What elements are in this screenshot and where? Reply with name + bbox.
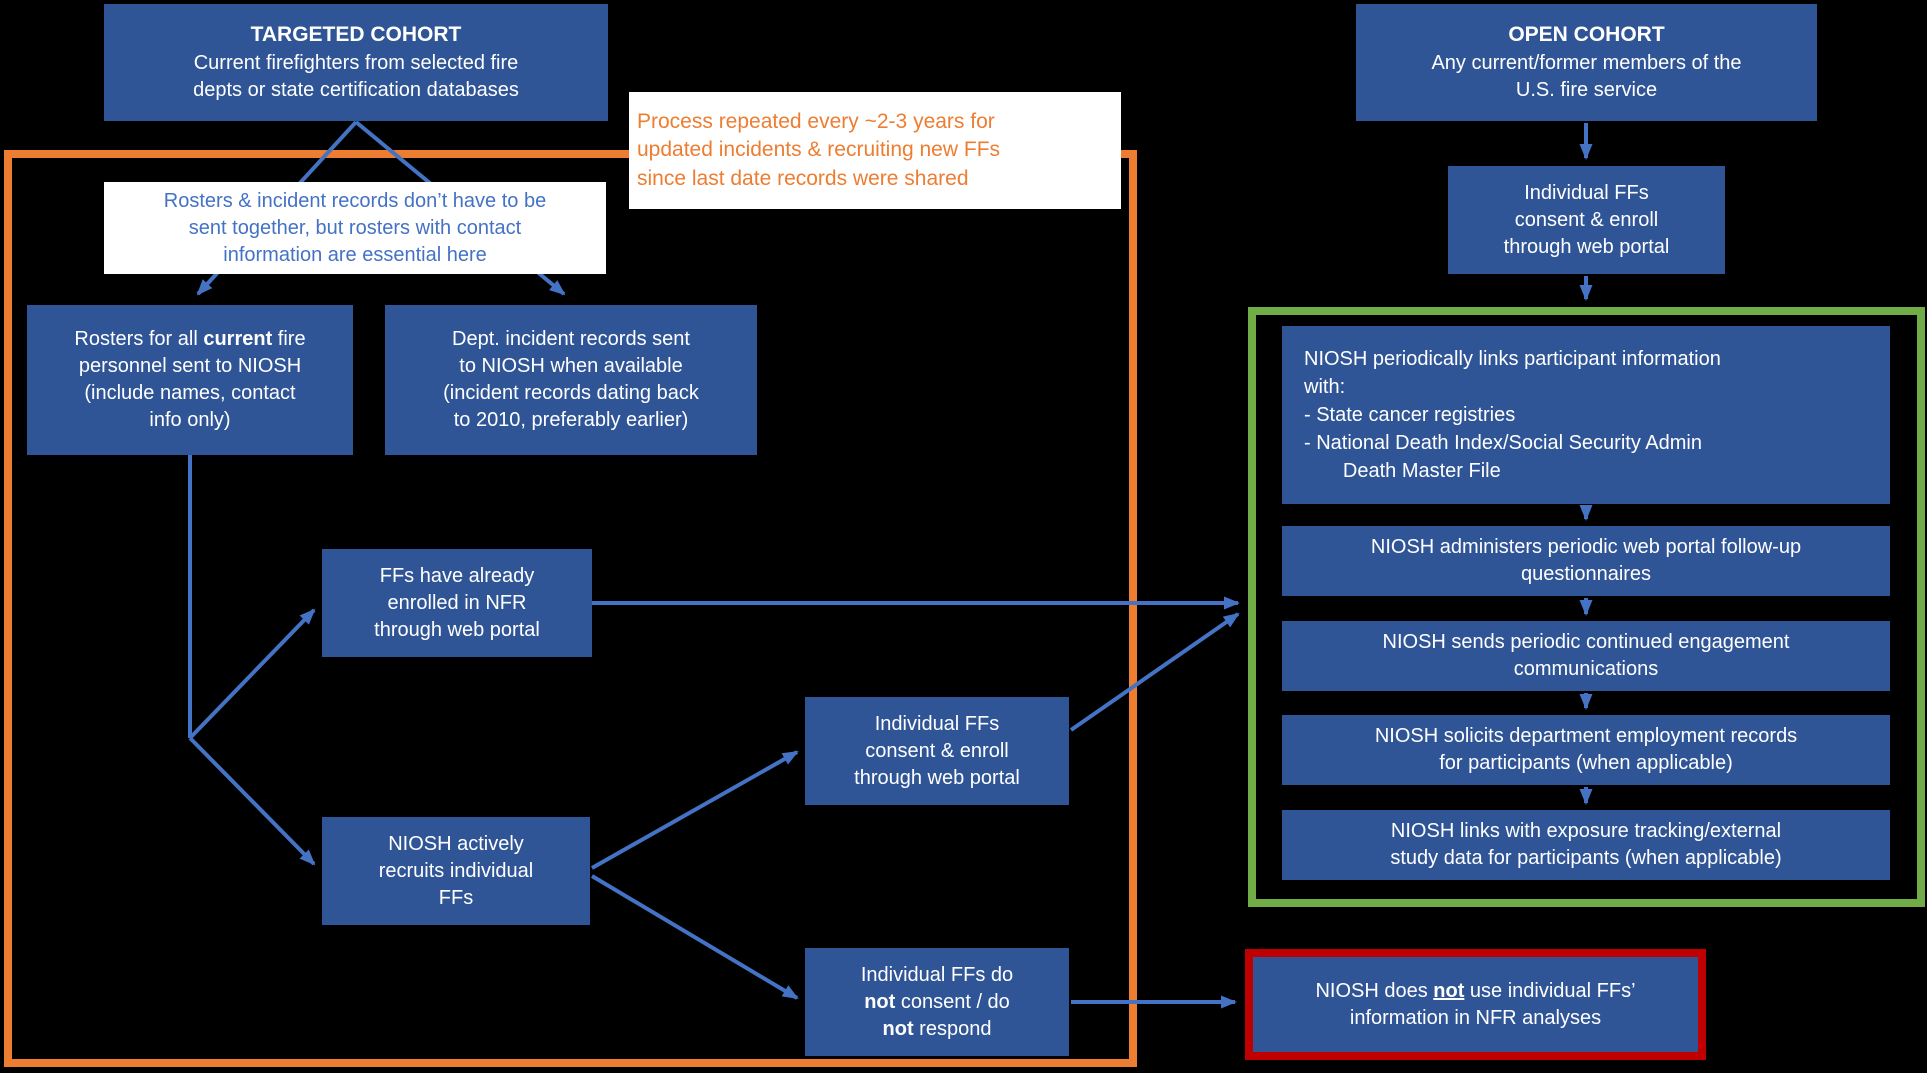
red-box-post: use individual FFs’ information in NFR a… [1349, 979, 1636, 1029]
open-cohort-box: OPEN COHORT Any current/former members o… [1356, 4, 1817, 121]
open-cohort-followup-outline [1248, 307, 1925, 907]
green-step-record-linkage: NIOSH periodically links participant inf… [1282, 326, 1890, 504]
green-step-exposure-tracking: NIOSH links with exposure tracking/exter… [1282, 810, 1890, 880]
open-cohort-title: OPEN COHORT [1508, 23, 1665, 47]
no-use-analyses-box: NIOSH does not use individual FFs’ infor… [1245, 949, 1706, 1060]
niosh-recruits-box: NIOSH actively recruits individual FFs [322, 817, 590, 925]
targeted-cohort-region-outline [4, 150, 1137, 1067]
rosters-text-bold-current: current [203, 328, 273, 350]
red-box-bold-not: not [1433, 979, 1465, 1002]
targeted-cohort-title: TARGETED COHORT [250, 23, 462, 47]
no-consent-bold1: not [864, 990, 896, 1013]
targeted-cohort-box: TARGETED COHORT Current firefighters fro… [104, 4, 608, 121]
open-cohort-body: Any current/former members of the U.S. f… [1431, 51, 1742, 101]
rosters-text-post: fire personnel sent to NIOSH (include na… [78, 328, 306, 431]
incident-records-box: Dept. incident records sent to NIOSH whe… [385, 305, 757, 455]
green-step-employment-records: NIOSH solicits department employment rec… [1282, 715, 1890, 785]
green-step-engagement-communications: NIOSH sends periodic continued engagemen… [1282, 621, 1890, 691]
already-enrolled-box: FFs have already enrolled in NFR through… [322, 549, 592, 657]
rosters-sent-box: Rosters for all current fire personnel s… [27, 305, 353, 455]
no-consent-s3: respond [913, 1017, 992, 1040]
no-consent-box: Individual FFs do not consent / do not r… [805, 948, 1069, 1056]
process-repeat-note: Process repeated every ~2-3 years for up… [629, 92, 1121, 209]
consent-enroll-box: Individual FFs consent & enroll through … [805, 697, 1069, 805]
no-consent-s2: consent / do [900, 990, 1010, 1013]
green-step-followup-questionnaires: NIOSH administers periodic web portal fo… [1282, 526, 1890, 596]
roster-records-note: Rosters & incident records don’t have to… [104, 182, 606, 274]
open-consent-enroll-box: Individual FFs consent & enroll through … [1448, 166, 1725, 274]
targeted-cohort-body: Current firefighters from selected fire … [193, 51, 519, 101]
no-consent-bold2: not [882, 1017, 914, 1040]
rosters-text-pre: Rosters for all [74, 328, 204, 350]
no-consent-s1: Individual FFs do [860, 963, 1014, 986]
red-box-pre: NIOSH does [1315, 979, 1434, 1002]
